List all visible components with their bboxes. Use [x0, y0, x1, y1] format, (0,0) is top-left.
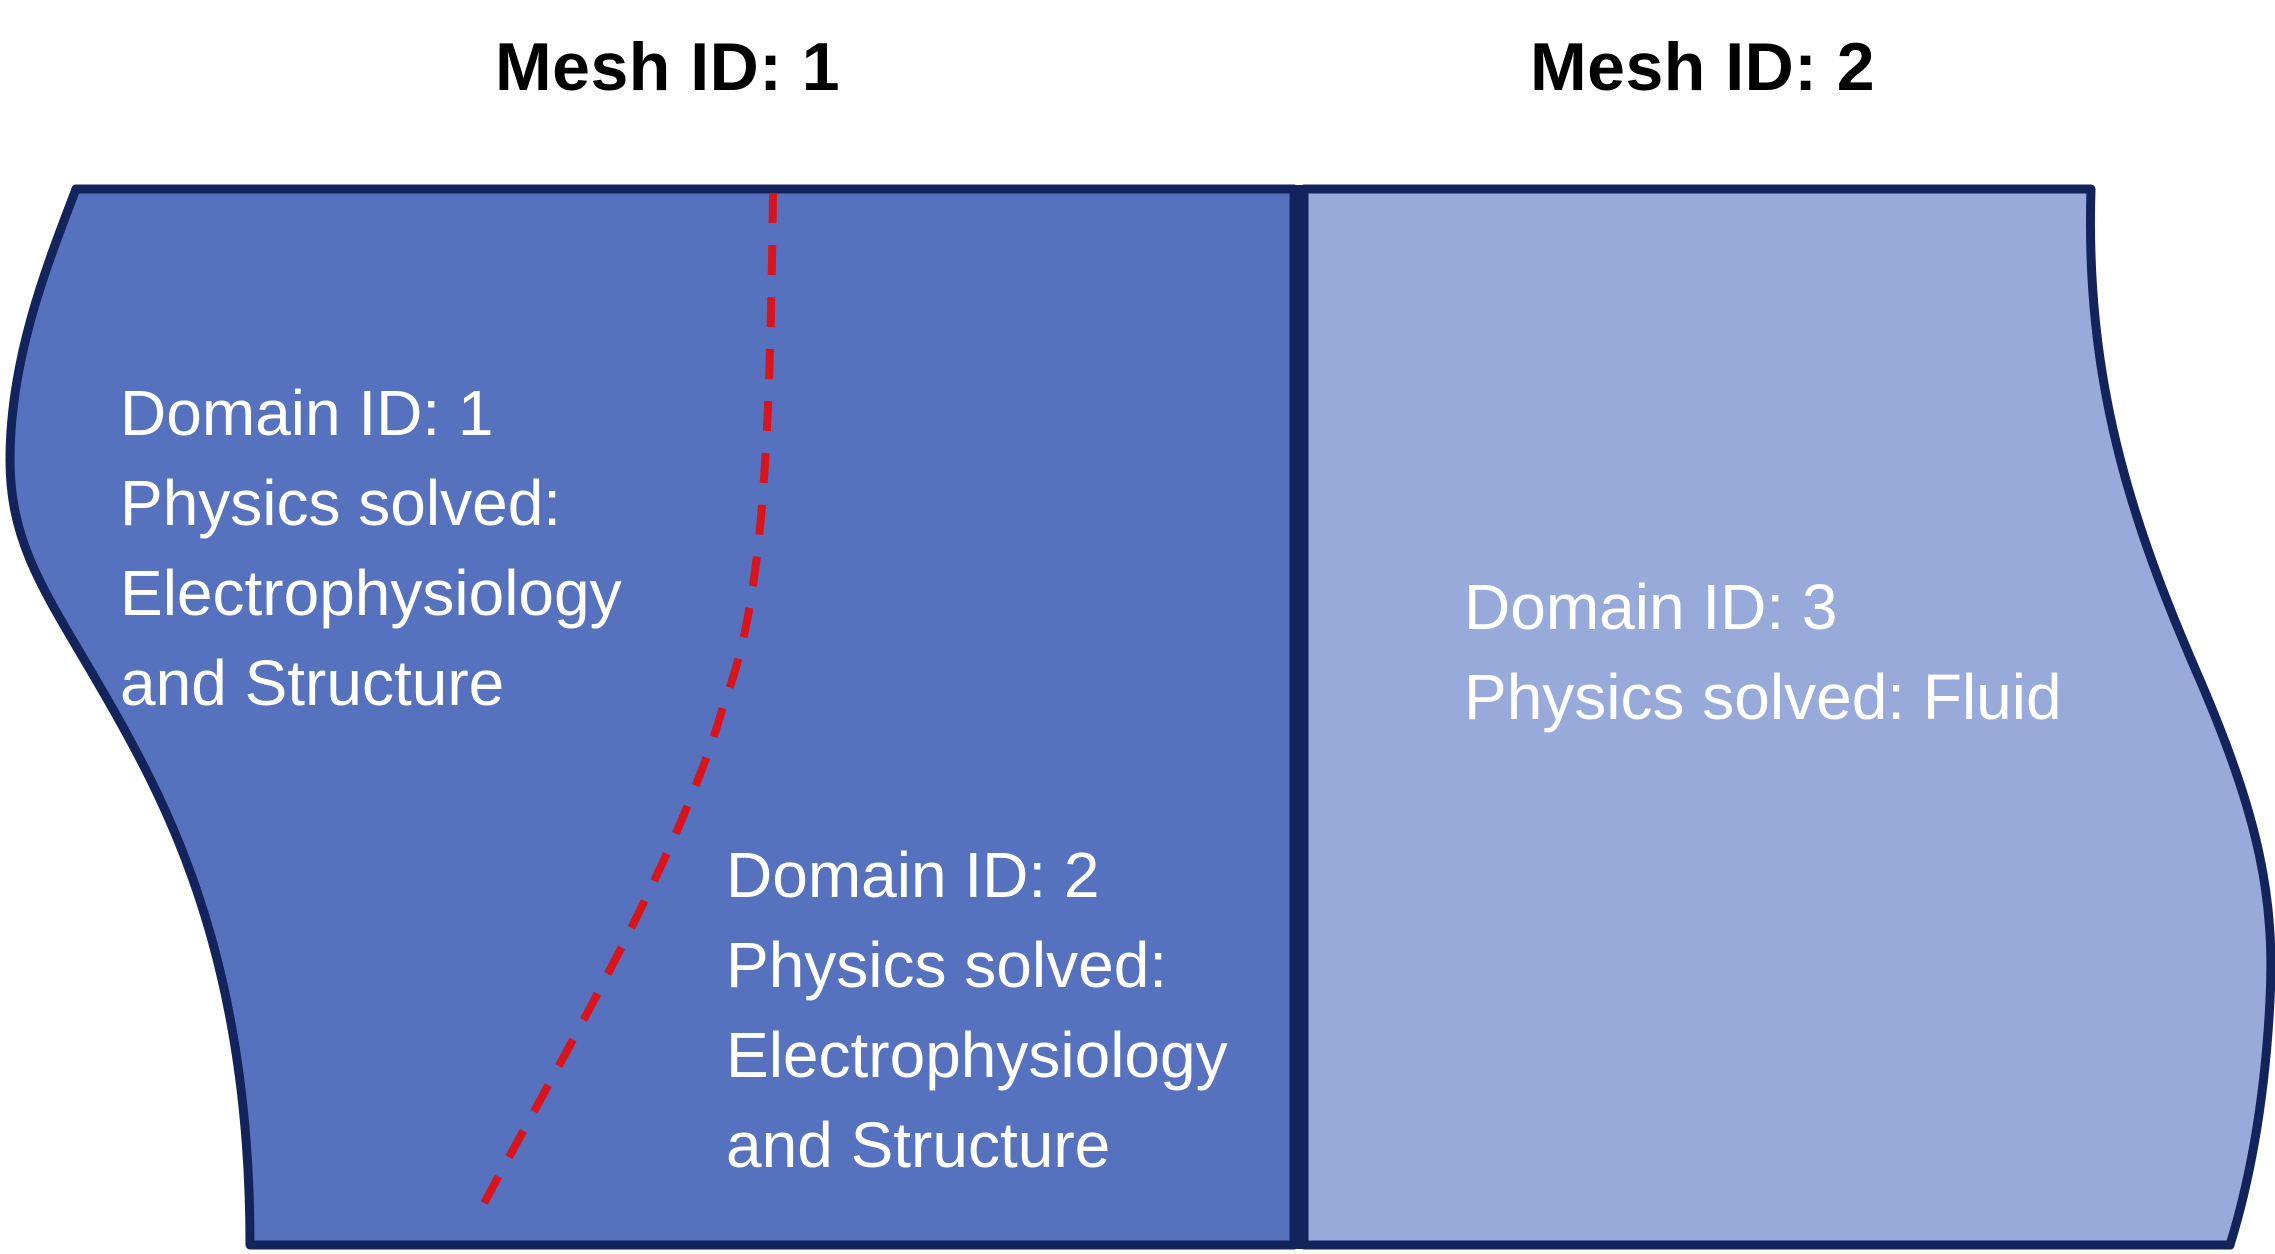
mesh-2-region	[1299, 184, 2275, 1250]
domain-1-line-2: Physics solved:	[120, 467, 562, 539]
domain-2-label: Domain ID: 2 Physics solved: Electrophys…	[726, 830, 1228, 1190]
mesh-2-title: Mesh ID: 2	[1530, 29, 1876, 105]
domain-2-line-1: Domain ID: 2	[726, 839, 1100, 911]
domain-3-line-2: Physics solved: Fluid	[1464, 661, 2062, 733]
domain-3-line-1: Domain ID: 3	[1464, 571, 1838, 643]
domain-1-label: Domain ID: 1 Physics solved: Electrophys…	[120, 368, 622, 728]
domain-1-line-4: and Structure	[120, 647, 505, 719]
domain-2-line-3: Electrophysiology	[726, 1019, 1228, 1091]
mesh-1-region	[5, 184, 1299, 1250]
domain-1-line-3: Electrophysiology	[120, 557, 622, 629]
domain-1-line-1: Domain ID: 1	[120, 377, 494, 449]
domain-boundary-dashed-line	[470, 192, 777, 1224]
domain-2-line-2: Physics solved:	[726, 929, 1168, 1001]
domain-2-line-4: and Structure	[726, 1109, 1111, 1181]
mesh-1-title: Mesh ID: 1	[495, 29, 841, 105]
domain-3-label: Domain ID: 3 Physics solved: Fluid	[1464, 562, 2062, 742]
